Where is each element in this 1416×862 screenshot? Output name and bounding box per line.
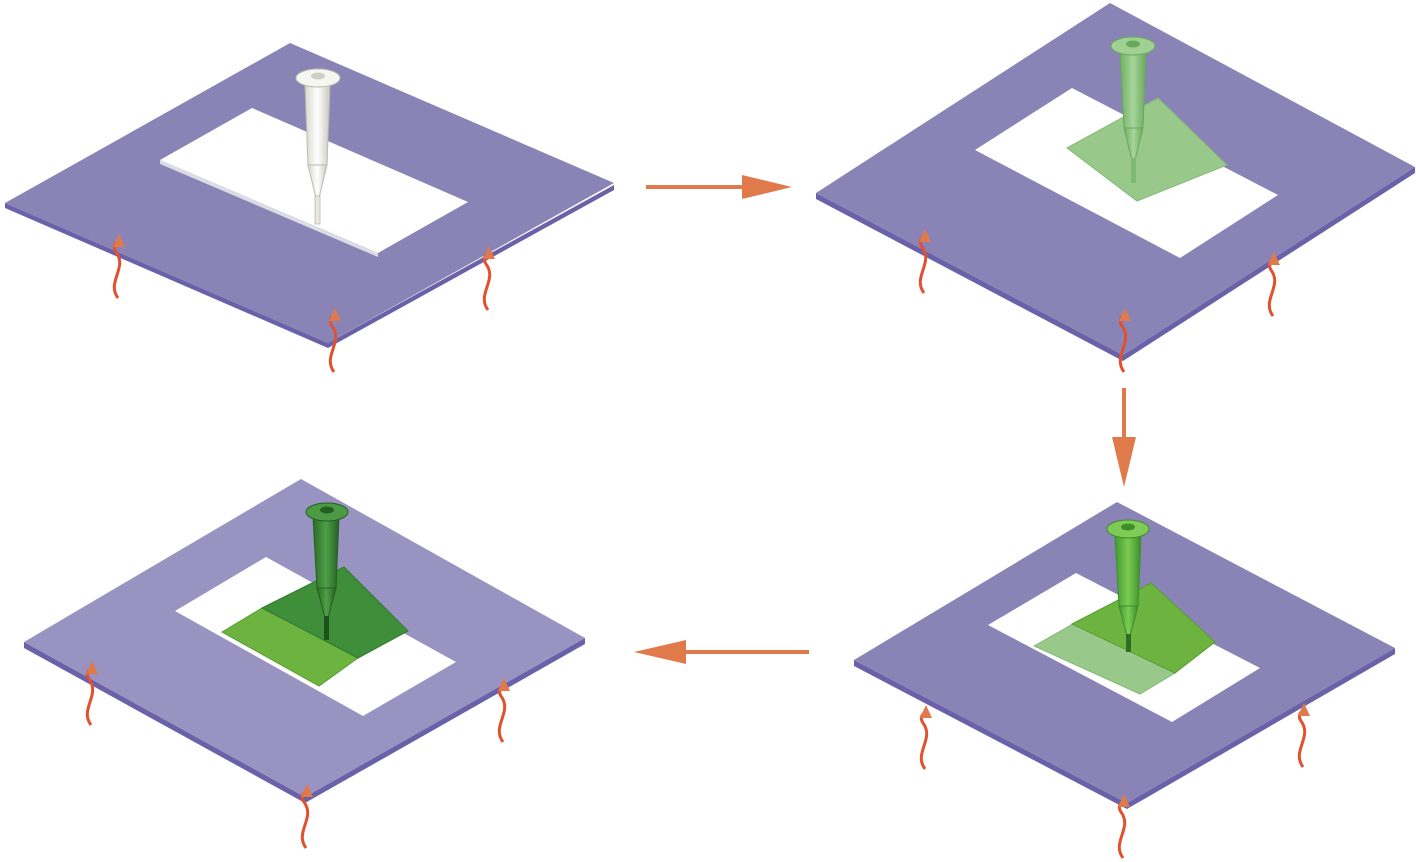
heat-wave-arrow-icon (1117, 794, 1130, 859)
nozzle-icon (305, 502, 349, 640)
heat-wave-arrow-icon (85, 661, 98, 726)
heat-wave-arrow-icon (482, 246, 495, 311)
flow-arrow-icon (634, 640, 809, 664)
nozzle-icon (295, 68, 341, 225)
heat-wave-arrow-icon (112, 234, 125, 299)
heat-wave-arrow-icon (1118, 308, 1131, 373)
nozzle-icon (1106, 519, 1150, 652)
heat-wave-arrow-icon (497, 678, 510, 743)
heat-wave-arrow-icon (328, 308, 341, 373)
flow-arrow-icon (646, 175, 792, 199)
heat-wave-arrow-icon (918, 229, 931, 294)
heat-wave-arrow-icon (1267, 252, 1280, 317)
stage-4 (24, 479, 585, 849)
heat-wave-arrow-icon (919, 705, 932, 770)
flow-arrow-icon (1112, 388, 1136, 487)
stage-2 (816, 3, 1415, 373)
heat-wave-arrow-icon (1297, 703, 1310, 768)
stage-1 (5, 43, 614, 373)
nozzle-icon (1110, 36, 1156, 183)
heat-wave-arrow-icon (300, 784, 313, 849)
stage-3 (854, 502, 1395, 859)
